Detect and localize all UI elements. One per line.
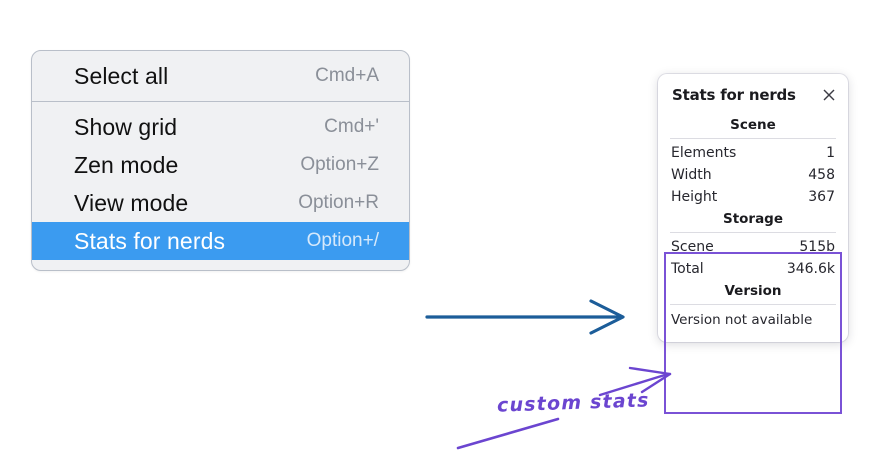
table-row: Width 458 bbox=[666, 164, 840, 186]
menu-item-label: Select all bbox=[74, 62, 169, 89]
stats-for-nerds-panel: Stats for nerds Scene Elements 1 Width 4… bbox=[658, 74, 848, 342]
section-storage: Storage Scene 515b Total 346.6k bbox=[666, 208, 840, 280]
menu-item-shortcut: Option+R bbox=[298, 192, 379, 213]
stat-value: 458 bbox=[808, 167, 835, 183]
context-menu[interactable]: Select all Cmd+A Show grid Cmd+' Zen mod… bbox=[31, 50, 410, 271]
menu-group-2: Show grid Cmd+' Zen mode Option+Z View m… bbox=[32, 101, 409, 270]
menu-item-shortcut: Option+Z bbox=[300, 154, 379, 175]
menu-item-label: Zen mode bbox=[74, 151, 179, 178]
stat-label: Height bbox=[671, 189, 718, 205]
section-divider bbox=[670, 138, 836, 139]
stat-label: Total bbox=[671, 261, 704, 277]
menu-item-label: Show grid bbox=[74, 113, 178, 140]
table-row: Height 367 bbox=[666, 186, 840, 208]
menu-item-shortcut: Cmd+A bbox=[315, 65, 379, 86]
panel-title: Stats for nerds bbox=[672, 86, 796, 104]
menu-item-label: View mode bbox=[74, 189, 189, 216]
stat-value: 515b bbox=[799, 239, 835, 255]
section-version: Version Version not available bbox=[666, 280, 840, 330]
menu-item-show-grid[interactable]: Show grid Cmd+' bbox=[32, 108, 409, 146]
panel-header: Stats for nerds bbox=[666, 84, 840, 104]
annotation-underline bbox=[456, 417, 560, 450]
menu-item-view-mode[interactable]: View mode Option+R bbox=[32, 184, 409, 222]
stat-label: Elements bbox=[671, 145, 737, 161]
table-row: Elements 1 bbox=[666, 142, 840, 164]
section-scene: Scene Elements 1 Width 458 Height 367 bbox=[666, 114, 840, 208]
menu-item-label: Stats for nerds bbox=[74, 227, 226, 254]
stat-value: 346.6k bbox=[786, 261, 835, 277]
menu-group-1: Select all Cmd+A bbox=[32, 51, 409, 101]
stat-value: 367 bbox=[808, 189, 835, 205]
section-heading: Version bbox=[724, 283, 782, 299]
section-divider bbox=[670, 304, 836, 305]
table-row: Total 346.6k bbox=[666, 258, 840, 280]
menu-item-zen-mode[interactable]: Zen mode Option+Z bbox=[32, 146, 409, 184]
version-note: Version not available bbox=[671, 312, 813, 328]
section-divider bbox=[670, 232, 836, 233]
annotation-label: custom stats bbox=[496, 389, 650, 417]
menu-item-select-all[interactable]: Select all Cmd+A bbox=[32, 57, 409, 95]
section-heading: Storage bbox=[722, 211, 784, 227]
stat-label: Scene bbox=[671, 239, 714, 255]
menu-item-shortcut: Cmd+' bbox=[324, 116, 379, 137]
arrow-right-icon bbox=[425, 299, 625, 335]
section-heading: Scene bbox=[730, 117, 776, 133]
menu-item-shortcut: Option+/ bbox=[306, 230, 379, 251]
close-icon[interactable] bbox=[820, 86, 838, 104]
stat-value: 1 bbox=[826, 145, 835, 161]
stat-label: Width bbox=[671, 167, 712, 183]
table-row: Scene 515b bbox=[666, 236, 840, 258]
menu-item-stats-for-nerds[interactable]: Stats for nerds Option+/ bbox=[32, 222, 409, 260]
